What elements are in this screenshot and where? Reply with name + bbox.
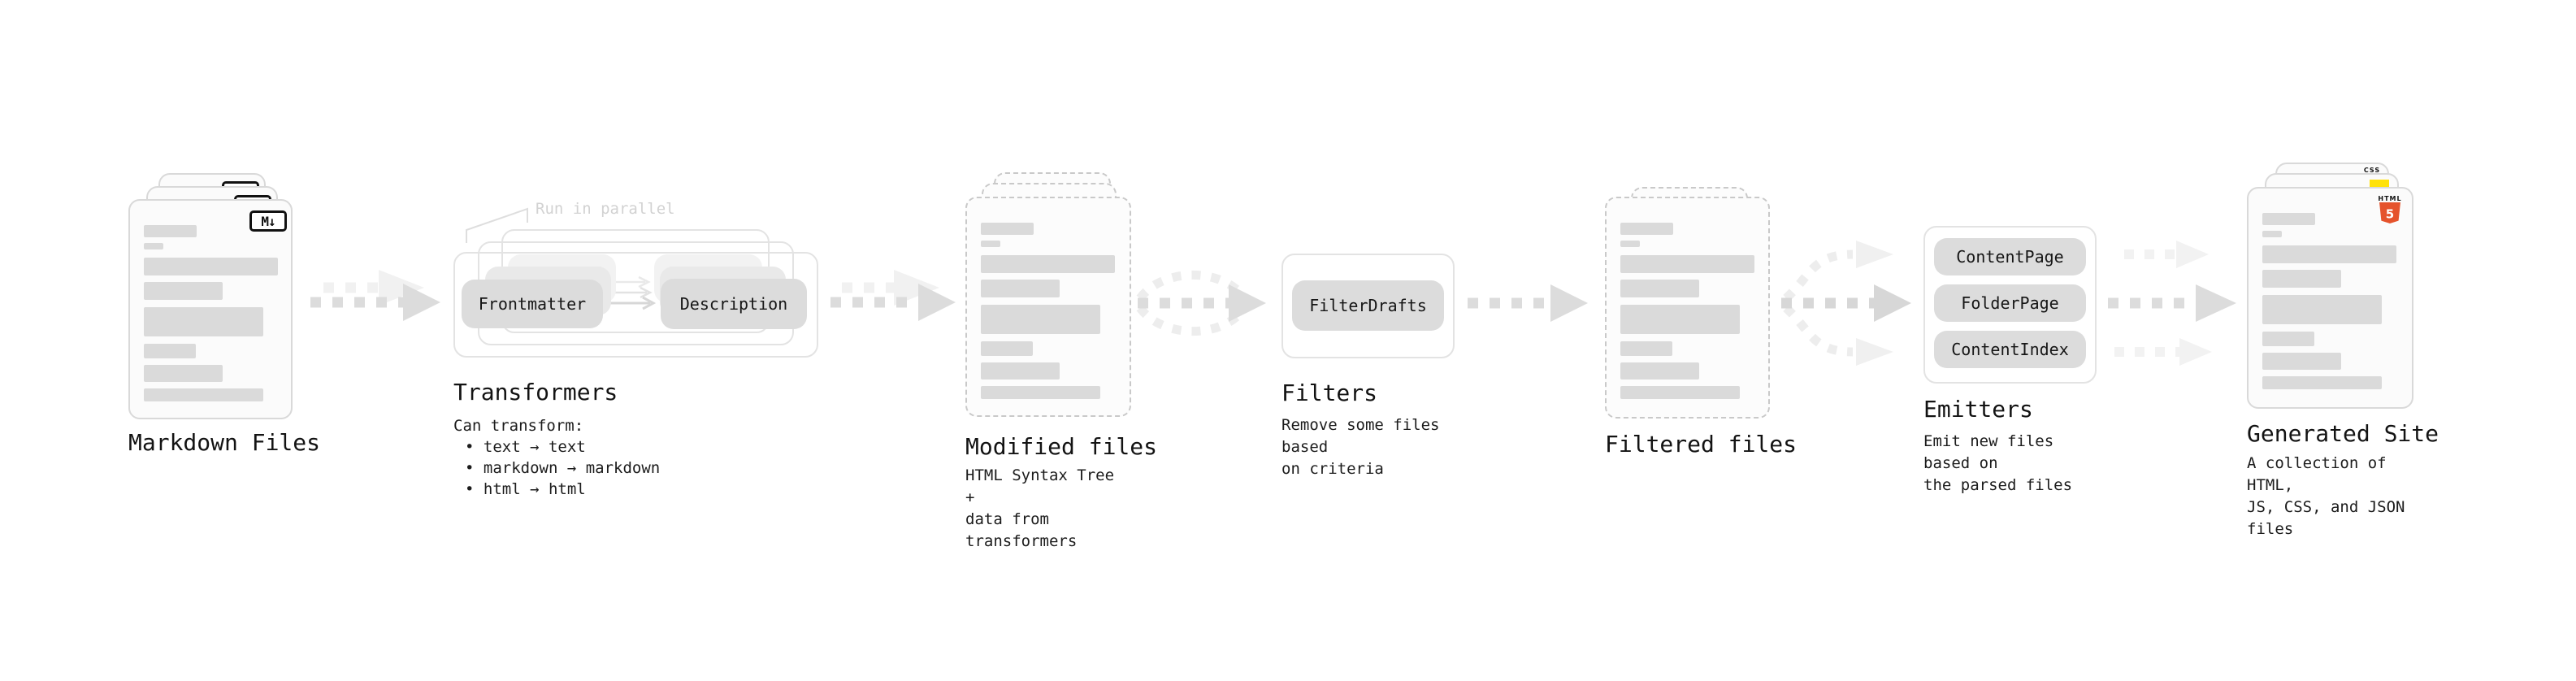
filtered-file-card-front	[1605, 197, 1770, 419]
file-content-bars	[1607, 198, 1768, 417]
stage-emitters: ContentPage FolderPage ContentIndex Emit…	[1923, 226, 2097, 497]
frontmatter-pill: Frontmatter	[462, 280, 603, 328]
markdown-file-stack: M↓ M↓ M↓	[128, 173, 293, 419]
stage-title-emitters: Emitters	[1923, 396, 2033, 423]
emitters-box-outline	[1923, 226, 2097, 384]
stage-markdown-files: M↓ M↓ M↓ Markdown Files	[128, 173, 321, 456]
stage-title-filtered-files: Filtered files	[1605, 431, 1798, 458]
stage-title-generated-site: Generated Site	[2247, 420, 2439, 447]
markdown-file-card-front: M↓	[128, 199, 293, 419]
stage-generated-site: CSS HTML 5 Generated Site A collection	[2247, 163, 2439, 540]
html-file-card: HTML 5	[2247, 187, 2413, 409]
stage-title-filters: Filters	[1281, 380, 1378, 406]
bullet-item: • text → text	[465, 438, 586, 456]
stage-modified-files: Modified files HTML Syntax Tree + data f…	[965, 172, 1158, 553]
run-in-parallel-note: Run in parallel	[536, 200, 675, 218]
generated-site-subtitle: A collection of HTML, JS, CSS, and JSON …	[2247, 454, 2405, 538]
transformer-box-front	[453, 252, 818, 358]
html5-icon: HTML 5	[2378, 195, 2402, 227]
svg-text:5: 5	[2386, 207, 2394, 222]
emitters-subtitle: Emit new files based on the parsed files	[1923, 432, 2073, 494]
filters-box: FilterDrafts	[1281, 254, 1455, 358]
stage-filters: FilterDrafts Filters Remove some files b…	[1281, 254, 1455, 480]
transformers-bullet-list: • text → text • markdown → markdown • ht…	[453, 436, 818, 500]
generated-site-stack: CSS HTML 5	[2247, 163, 2413, 409]
arrow-filters-to-filtered	[1468, 284, 1588, 322]
filterdrafts-pill: FilterDrafts	[1292, 280, 1444, 331]
bullet-item: • html → html	[465, 480, 586, 498]
arrow-emitters-to-site	[2108, 241, 2236, 366]
html5-shield: 5	[2379, 202, 2400, 223]
stage-title-transformers: Transformers	[453, 379, 618, 406]
arrow-filtered-to-emitters-branch	[1781, 241, 1911, 366]
contentindex-pill: ContentIndex	[1934, 331, 2086, 368]
file-content-bars	[130, 201, 291, 418]
file-content-bars	[967, 198, 1130, 415]
arrow-modified-to-filters-merge	[1136, 270, 1266, 336]
filters-box-outline	[1281, 254, 1455, 358]
filters-subtitle: Remove some files based on criteria	[1281, 416, 1440, 478]
arrow-transformers-to-modified	[830, 270, 956, 321]
filtered-file-stack	[1605, 187, 1770, 419]
contentpage-pill: ContentPage	[1934, 238, 2086, 275]
folderpage-pill: FolderPage	[1934, 284, 2086, 322]
stage-transformers: Frontmatter Description Transformers Can…	[453, 229, 818, 500]
modified-files-subtitle: HTML Syntax Tree + data from transformer…	[965, 466, 1115, 550]
modified-file-stack	[965, 172, 1131, 417]
markdown-icon: M↓	[249, 210, 287, 232]
transformers-description-heading: Can transform:	[453, 417, 584, 435]
emitters-box: ContentPage FolderPage ContentIndex	[1923, 226, 2097, 384]
bullet-item: • markdown → markdown	[465, 459, 661, 477]
file-content-bars	[2249, 189, 2412, 407]
stage-title-markdown-files: Markdown Files	[128, 429, 321, 456]
modified-file-card-front	[965, 197, 1131, 417]
arrow-markdown-to-transformers	[310, 270, 440, 321]
transformer-box-stack: Frontmatter Description	[453, 229, 818, 358]
stage-filtered-files: Filtered files	[1605, 187, 1798, 458]
description-pill: Description	[661, 279, 807, 329]
stage-title-modified-files: Modified files	[965, 433, 1158, 460]
